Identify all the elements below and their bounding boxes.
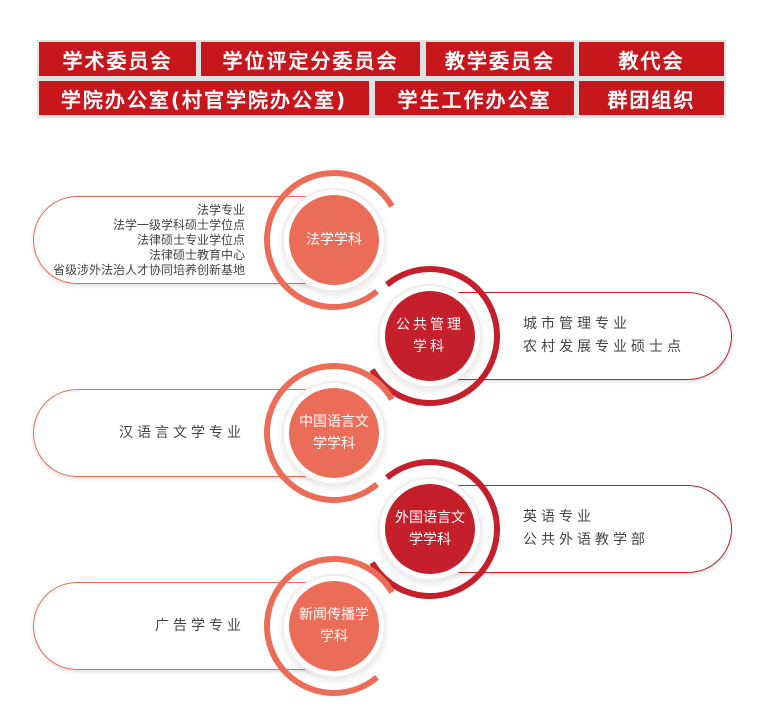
discipline-journalism[interactable]: 新闻传播学学科: [289, 581, 379, 671]
foreign-lang-node: 外国语言文学学科: [355, 454, 505, 604]
nav-college-office[interactable]: 学院办公室(村官学院办公室): [39, 81, 369, 115]
arc-ring: [264, 556, 404, 696]
list-item: 广告学专业: [155, 617, 245, 634]
discipline-public-admin[interactable]: 公共管理学科: [385, 291, 475, 381]
arc-ring: [264, 170, 404, 310]
journalism-node: 新闻传播学学科: [259, 551, 409, 701]
list-item: 法律硕士专业学位点: [136, 232, 245, 247]
nav-student-affairs[interactable]: 学生工作办公室: [375, 81, 574, 115]
nav-staff-congress[interactable]: 教代会: [579, 42, 724, 76]
list-item: 城市管理专业: [523, 316, 631, 332]
arc-ring: [264, 363, 404, 503]
nav-degree-committee[interactable]: 学位评定分委员会: [201, 42, 420, 76]
chinese-node: 中国语言文学学科: [259, 358, 409, 508]
law-node: 法学学科: [259, 165, 409, 315]
list-item: 农村发展专业硕士点: [523, 339, 685, 355]
foreign-lang-items-panel: 英语专业 公共外语教学部: [430, 485, 732, 573]
discipline-law[interactable]: 法学学科: [289, 195, 379, 285]
nav-mass-organizations[interactable]: 群团组织: [579, 81, 724, 115]
nav-teaching-committee[interactable]: 教学委员会: [426, 42, 574, 76]
journalism-items-panel: 广告学专业: [33, 582, 333, 670]
list-item: 法律硕士教育中心: [148, 247, 245, 262]
list-item: 汉语言文学专业: [119, 424, 245, 441]
nav-academic-committee[interactable]: 学术委员会: [39, 42, 196, 76]
list-item: 英语专业: [523, 509, 595, 525]
list-item: 省级涉外法治人才协同培养创新基地: [52, 262, 245, 277]
list-item: 公共外语教学部: [523, 532, 649, 548]
discipline-foreign-lang[interactable]: 外国语言文学学科: [385, 484, 475, 574]
list-item: 法学专业: [196, 202, 245, 217]
list-item: 法学一级学科硕士学位点: [112, 217, 245, 232]
law-items-panel: 法学专业 法学一级学科硕士学位点 法律硕士专业学位点 法律硕士教育中心 省级涉外…: [33, 196, 333, 284]
public-admin-items-panel: 城市管理专业 农村发展专业硕士点: [430, 292, 732, 380]
discipline-chinese[interactable]: 中国语言文学学科: [289, 388, 379, 478]
chinese-items-panel: 汉语言文学专业: [33, 389, 333, 477]
